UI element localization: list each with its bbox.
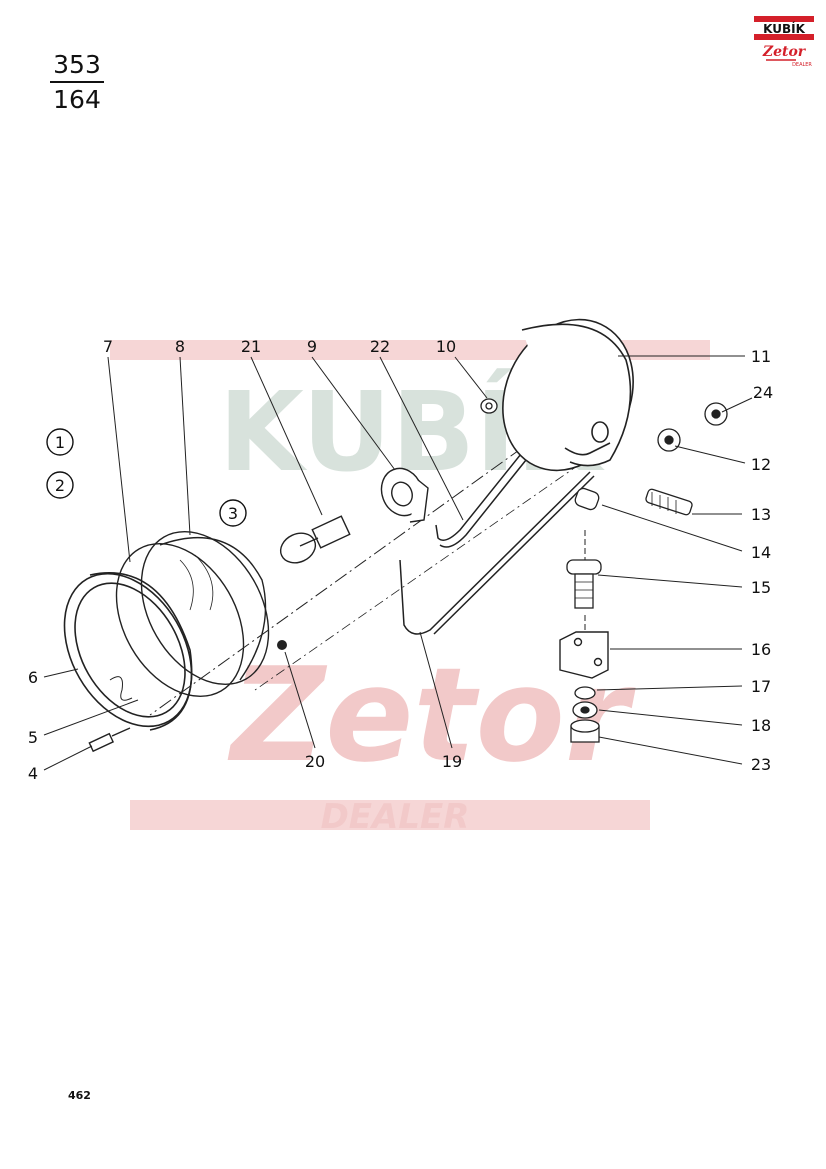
logo-line3: DEALER xyxy=(792,62,812,68)
part-label-9: 9 xyxy=(307,337,317,356)
part-label-13: 13 xyxy=(751,505,771,524)
part-label-5: 5 xyxy=(28,728,38,747)
part-label-6: 6 xyxy=(28,668,38,687)
part-label-8: 8 xyxy=(175,337,185,356)
part-label-23: 23 xyxy=(751,755,771,774)
part-label-22: 22 xyxy=(370,337,390,356)
circle-3-outline xyxy=(219,499,247,527)
circle-label-2: 2 xyxy=(55,476,65,495)
part-label-21: 21 xyxy=(241,337,261,356)
circle-1-outline xyxy=(46,428,74,456)
fraction-numerator: 353 xyxy=(53,50,101,79)
sleeve-part xyxy=(574,487,600,511)
kubik-zetor-logo: KUBÍK Zetor DEALER xyxy=(754,16,814,68)
bolt-part xyxy=(645,488,693,516)
part-label-16: 16 xyxy=(751,640,771,659)
screw-part xyxy=(88,727,131,753)
part-label-12: 12 xyxy=(751,455,771,474)
part-label-20: 20 xyxy=(305,752,325,771)
circle-label-3: 3 xyxy=(228,504,238,523)
ball-part xyxy=(277,640,287,650)
part-label-11: 11 xyxy=(751,347,771,366)
bulb-part xyxy=(279,515,351,564)
part-label-4: 4 xyxy=(28,764,38,783)
part-label-10: 10 xyxy=(436,337,456,356)
part-label-18: 18 xyxy=(751,716,771,735)
watermark-line3: DEALER xyxy=(321,797,470,837)
part-label-15: 15 xyxy=(751,578,771,597)
part-label-7: 7 xyxy=(103,337,113,356)
rim-ring-part xyxy=(63,572,193,731)
logo-line2: Zetor xyxy=(762,44,807,60)
watermark-band-bottom xyxy=(130,800,650,830)
logo-line1: KUBÍK xyxy=(763,21,805,36)
part-label-14: 14 xyxy=(751,543,771,562)
wire-parts xyxy=(399,423,595,635)
part-labels: 7 8 21 9 22 10 11 24 12 13 14 15 16 17 1… xyxy=(28,337,773,783)
circled-labels: 1 2 3 xyxy=(46,428,247,527)
lens-reflector-part xyxy=(109,530,270,701)
secondary-axis-line xyxy=(254,463,581,691)
circle-label-1: 1 xyxy=(55,433,65,452)
bulb-holder-part xyxy=(380,467,429,523)
part-label-17: 17 xyxy=(751,677,771,696)
fraction-denominator: 164 xyxy=(53,85,101,114)
center-axis-line xyxy=(149,391,601,716)
page-fraction: 353 164 xyxy=(50,50,104,115)
circle-2-outline xyxy=(46,471,74,499)
housing-part xyxy=(502,318,634,472)
stud-part xyxy=(566,559,602,609)
small-nut-part xyxy=(480,398,498,414)
washer-parts xyxy=(657,402,728,452)
part-label-19: 19 xyxy=(442,752,462,771)
page-number: 462 xyxy=(68,1089,91,1102)
part-label-24: 24 xyxy=(753,383,773,402)
nut-stack-parts xyxy=(570,686,600,743)
fraction-bar xyxy=(50,81,104,83)
leader-lines xyxy=(43,355,753,771)
bracket-part xyxy=(559,631,609,679)
logo-white-band xyxy=(754,22,814,34)
